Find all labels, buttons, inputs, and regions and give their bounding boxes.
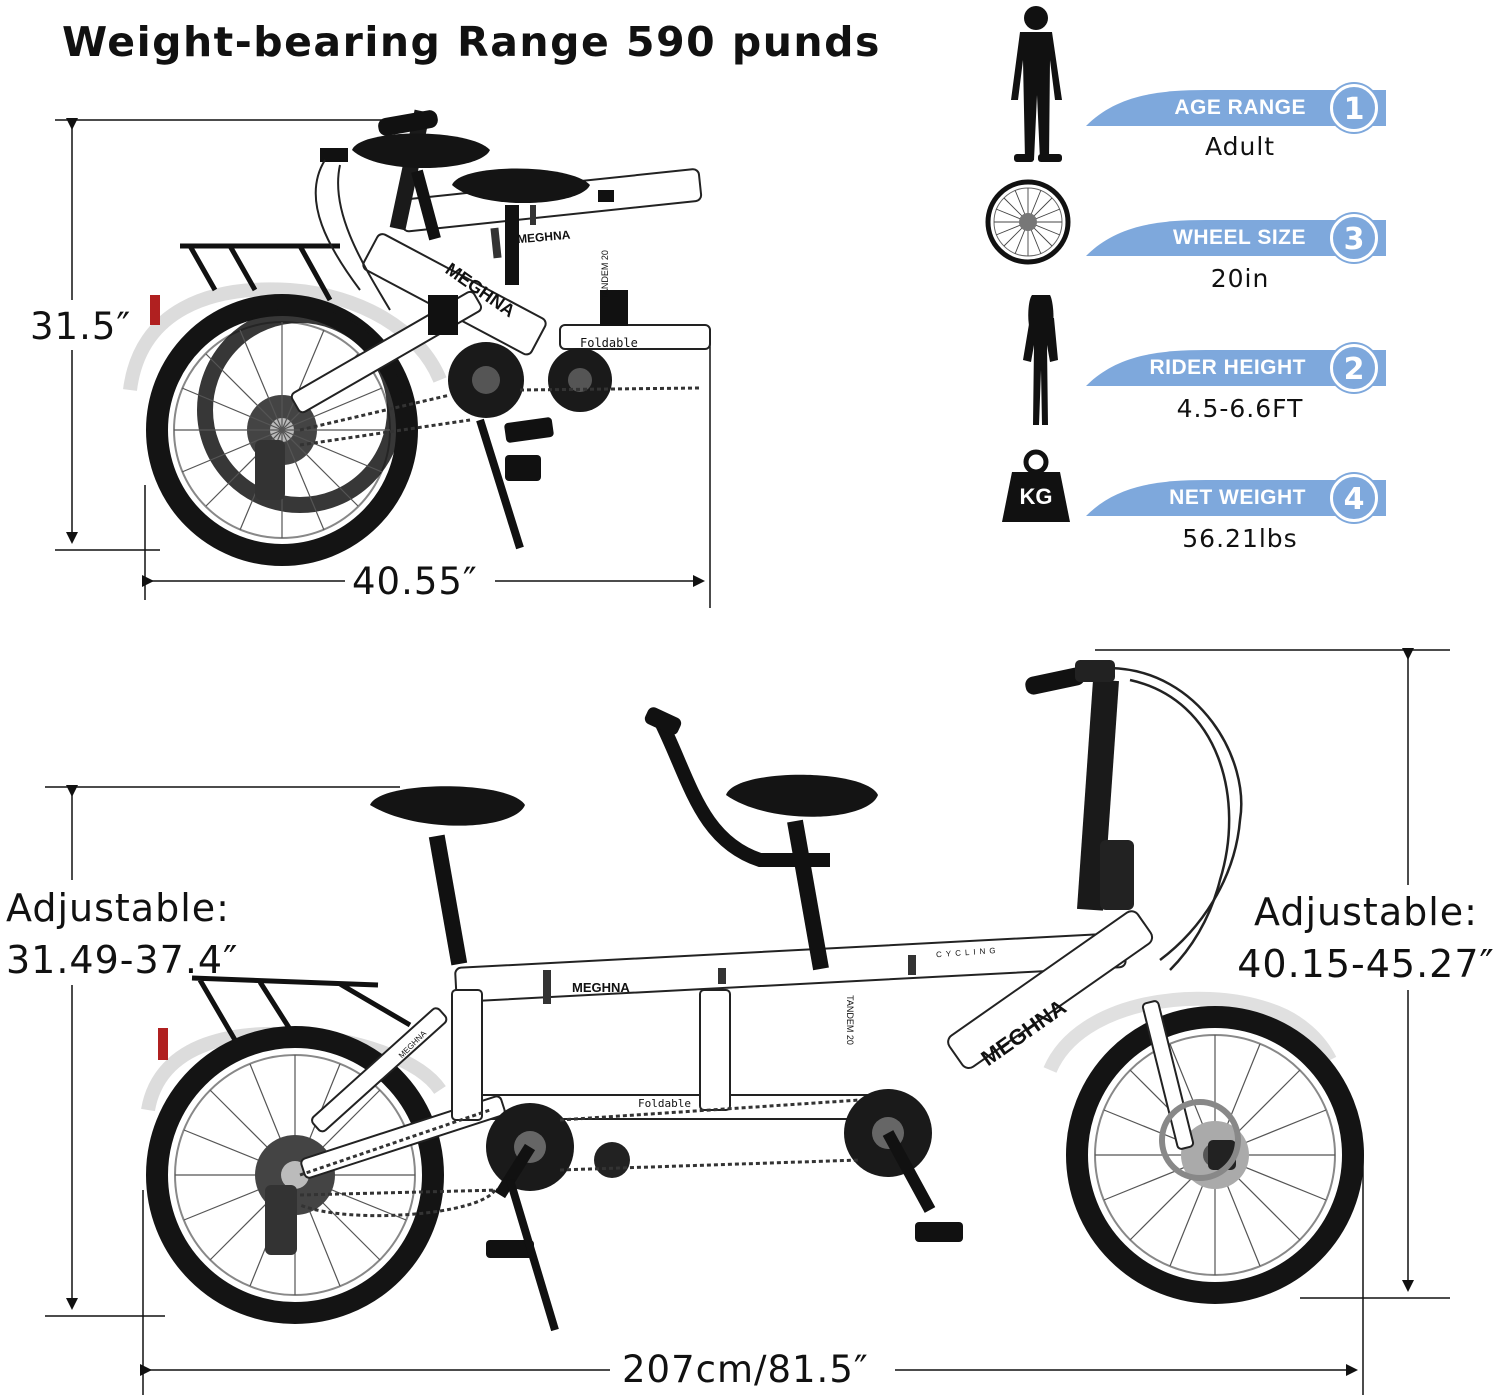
folded-frame-tag: Foldable <box>580 336 638 350</box>
spec-label: NET WEIGHT <box>1169 486 1306 509</box>
unfolded-frame-model: TANDEM 20 <box>844 995 855 1045</box>
spec-banner-shape <box>1086 350 1386 386</box>
weight-icon: KG <box>1012 484 1060 510</box>
spec-banner-shape <box>1086 480 1386 516</box>
spec-value-net-weight: 56.21lbs <box>1182 524 1298 553</box>
page-title: Weight-bearing Range 590 punds <box>62 18 881 66</box>
folded-frame-model: TANDEM 20 <box>599 250 610 300</box>
spec-number-badge: 1 <box>1330 84 1378 132</box>
spec-value-age-range: Adult <box>1204 132 1276 161</box>
spec-net-weight: NET WEIGHT 4 <box>1086 474 1386 522</box>
spec-label: WHEEL SIZE <box>1173 226 1306 249</box>
bar-height-label-line2: 40.15-45.27″ <box>1237 942 1495 986</box>
spec-rider-height: RIDER HEIGHT 2 <box>1086 344 1386 392</box>
bar-height-label: Adjustable: 40.15-45.27″ <box>1236 886 1496 990</box>
unfolded-bike <box>141 660 1364 1332</box>
seat-height-label: Adjustable: 31.49-37.4″ <box>6 882 238 986</box>
unfolded-length-label: 207cm/81.5″ <box>622 1348 869 1391</box>
spec-label: RIDER HEIGHT <box>1149 356 1306 379</box>
folded-bike <box>123 109 711 566</box>
folded-length-label: 40.55″ <box>352 560 478 603</box>
bar-height-label-line1: Adjustable: <box>1254 890 1478 934</box>
spec-number-badge: 2 <box>1330 344 1378 392</box>
folded-height-label: 31.5″ <box>30 305 132 348</box>
spec-number-badge: 3 <box>1330 214 1378 262</box>
spec-value-rider-height: 4.5-6.6FT <box>1176 394 1304 423</box>
unfolded-frame-tag: Foldable <box>638 1097 691 1110</box>
woman-silhouette-icon <box>1023 295 1058 425</box>
spec-value-wheel-size: 20in <box>1210 264 1270 293</box>
wheel-icon <box>985 179 1071 265</box>
spec-wheel-size: WHEEL SIZE 3 <box>1086 214 1386 262</box>
man-silhouette-icon <box>1011 6 1062 162</box>
spec-banner-shape <box>1086 220 1386 256</box>
spec-number-badge: 4 <box>1330 474 1378 522</box>
spec-banner-shape <box>1086 90 1386 126</box>
spec-label: AGE RANGE <box>1174 96 1306 119</box>
seat-height-label-line1: Adjustable: <box>6 886 230 930</box>
unfolded-dimension-lines <box>45 648 1450 1395</box>
weight-icon-text: KG <box>1019 484 1053 509</box>
spec-age-range: AGE RANGE 1 <box>1086 84 1386 132</box>
unfolded-frame-brand: MEGHNA <box>572 980 630 995</box>
weight-icon-shape <box>1002 449 1070 522</box>
seat-height-label-line2: 31.49-37.4″ <box>6 938 239 982</box>
folded-dimension-lines <box>55 118 711 608</box>
